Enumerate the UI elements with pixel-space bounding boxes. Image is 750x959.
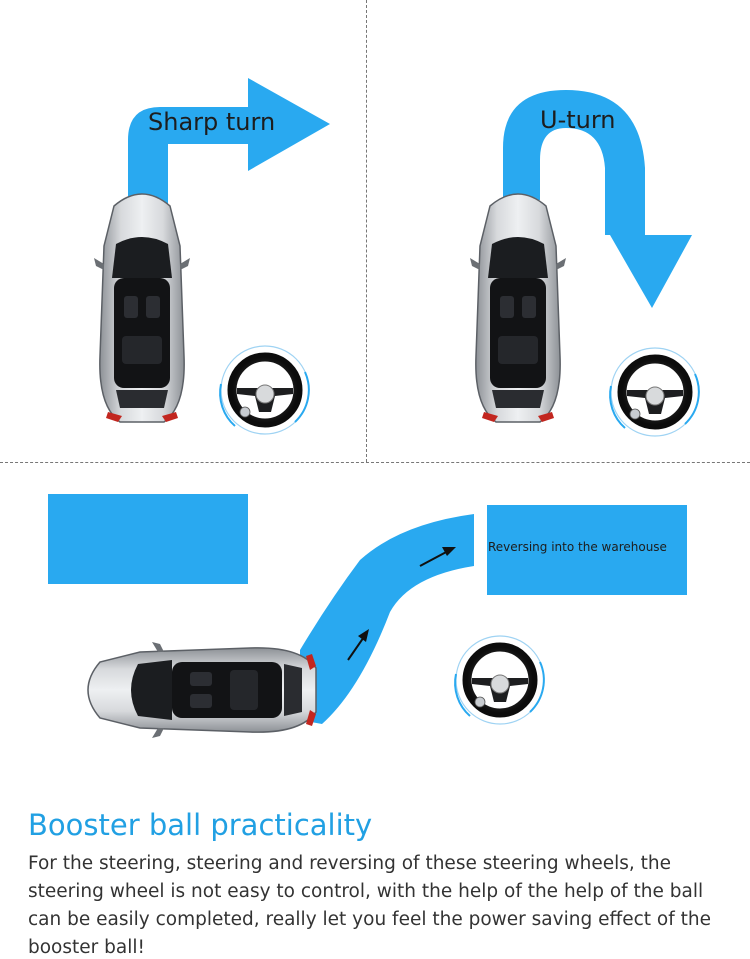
section-body: For the steering, steering and reversing… (28, 853, 711, 958)
reversing-panel (48, 494, 687, 739)
reverse-path-icon (300, 514, 474, 724)
car-icon (93, 193, 191, 423)
car-icon (469, 193, 567, 423)
parked-block (48, 494, 248, 584)
arrow-icon (347, 547, 456, 661)
u-turn-arrow-icon (503, 90, 692, 308)
warehouse-block (487, 505, 687, 595)
horizontal-divider (0, 462, 750, 463)
car-icon (87, 641, 317, 739)
reversing-label: Reversing into the warehouse (488, 540, 667, 554)
sharp-turn-arrow-icon (128, 78, 330, 205)
sharp-turn-label: Sharp turn (148, 108, 276, 136)
sharp-turn-panel (93, 78, 330, 434)
section-title: Booster ball practicality (28, 808, 373, 842)
diagram-canvas (48, 78, 750, 739)
steering-wheel-icon (220, 346, 309, 434)
u-turn-panel (469, 90, 699, 436)
u-turn-label: U-turn (540, 106, 616, 134)
steering-wheel-icon (610, 348, 699, 436)
vertical-divider (366, 0, 367, 462)
steering-wheel-icon (455, 636, 544, 724)
